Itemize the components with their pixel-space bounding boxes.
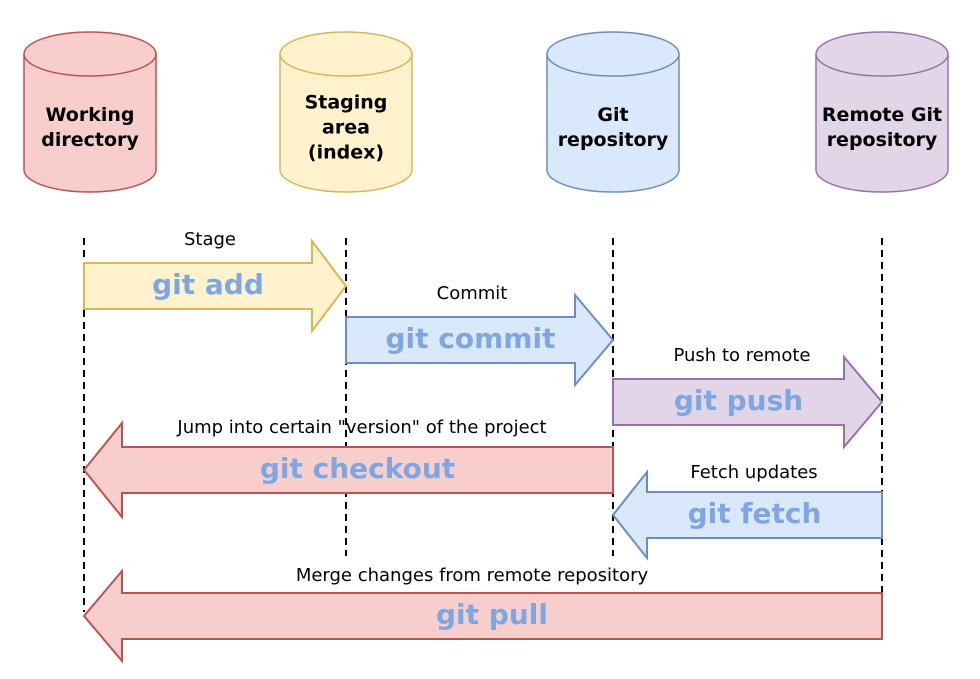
arrow-commit xyxy=(345,292,615,388)
store-label-line: repository xyxy=(827,129,938,151)
store-working: Working directory xyxy=(23,31,157,193)
arrow-checkout xyxy=(82,420,614,520)
cylinder-rim xyxy=(23,53,157,77)
cylinder-rim xyxy=(279,53,413,77)
store-label-line: Git xyxy=(597,104,628,126)
step-label-commit: Commit xyxy=(437,283,508,304)
cylinder-body xyxy=(546,31,680,193)
command-checkout: git checkout xyxy=(260,452,455,485)
arrow-pull xyxy=(82,568,883,664)
store-label-line: Remote Git xyxy=(822,104,942,126)
step-label-checkout: Jump into certain "version" of the proje… xyxy=(176,417,546,438)
store-label-line: (index) xyxy=(308,142,384,164)
arrow-add xyxy=(83,238,348,334)
store-local: Git repository xyxy=(546,31,680,193)
command-commit: git commit xyxy=(386,322,556,355)
operation-commit: Commit git commit xyxy=(345,283,615,388)
operation-add: Stage git add xyxy=(83,229,348,334)
cylinder-rim xyxy=(815,53,949,77)
step-label-push: Push to remote xyxy=(673,345,810,366)
command-add: git add xyxy=(152,268,264,301)
operation-push: Push to remote git push xyxy=(612,345,884,450)
operation-fetch: Fetch updates git fetch xyxy=(611,462,883,561)
arrow-fetch xyxy=(611,469,883,561)
cylinder-body xyxy=(279,31,413,193)
store-staging: Staging area (index) xyxy=(279,31,413,193)
operation-checkout: Jump into certain "version" of the proje… xyxy=(82,417,614,520)
step-label-fetch: Fetch updates xyxy=(690,462,817,483)
operation-pull: Merge changes from remote repository git … xyxy=(82,565,883,664)
step-label-add: Stage xyxy=(184,229,236,250)
store-label-line: Staging xyxy=(305,92,388,114)
command-pull: git pull xyxy=(436,598,548,631)
store-remote: Remote Git repository xyxy=(815,31,949,193)
arrow-push xyxy=(612,354,884,450)
command-push: git push xyxy=(674,384,803,417)
store-label-line: repository xyxy=(558,129,669,151)
store-label-line: directory xyxy=(41,129,139,151)
cylinder-rim xyxy=(546,53,680,77)
cylinder-body xyxy=(815,31,949,193)
cylinder-body xyxy=(23,31,157,193)
store-label-line: area xyxy=(322,117,370,139)
step-label-pull: Merge changes from remote repository xyxy=(296,565,649,586)
store-label-line: Working xyxy=(46,104,135,126)
command-fetch: git fetch xyxy=(688,497,822,530)
